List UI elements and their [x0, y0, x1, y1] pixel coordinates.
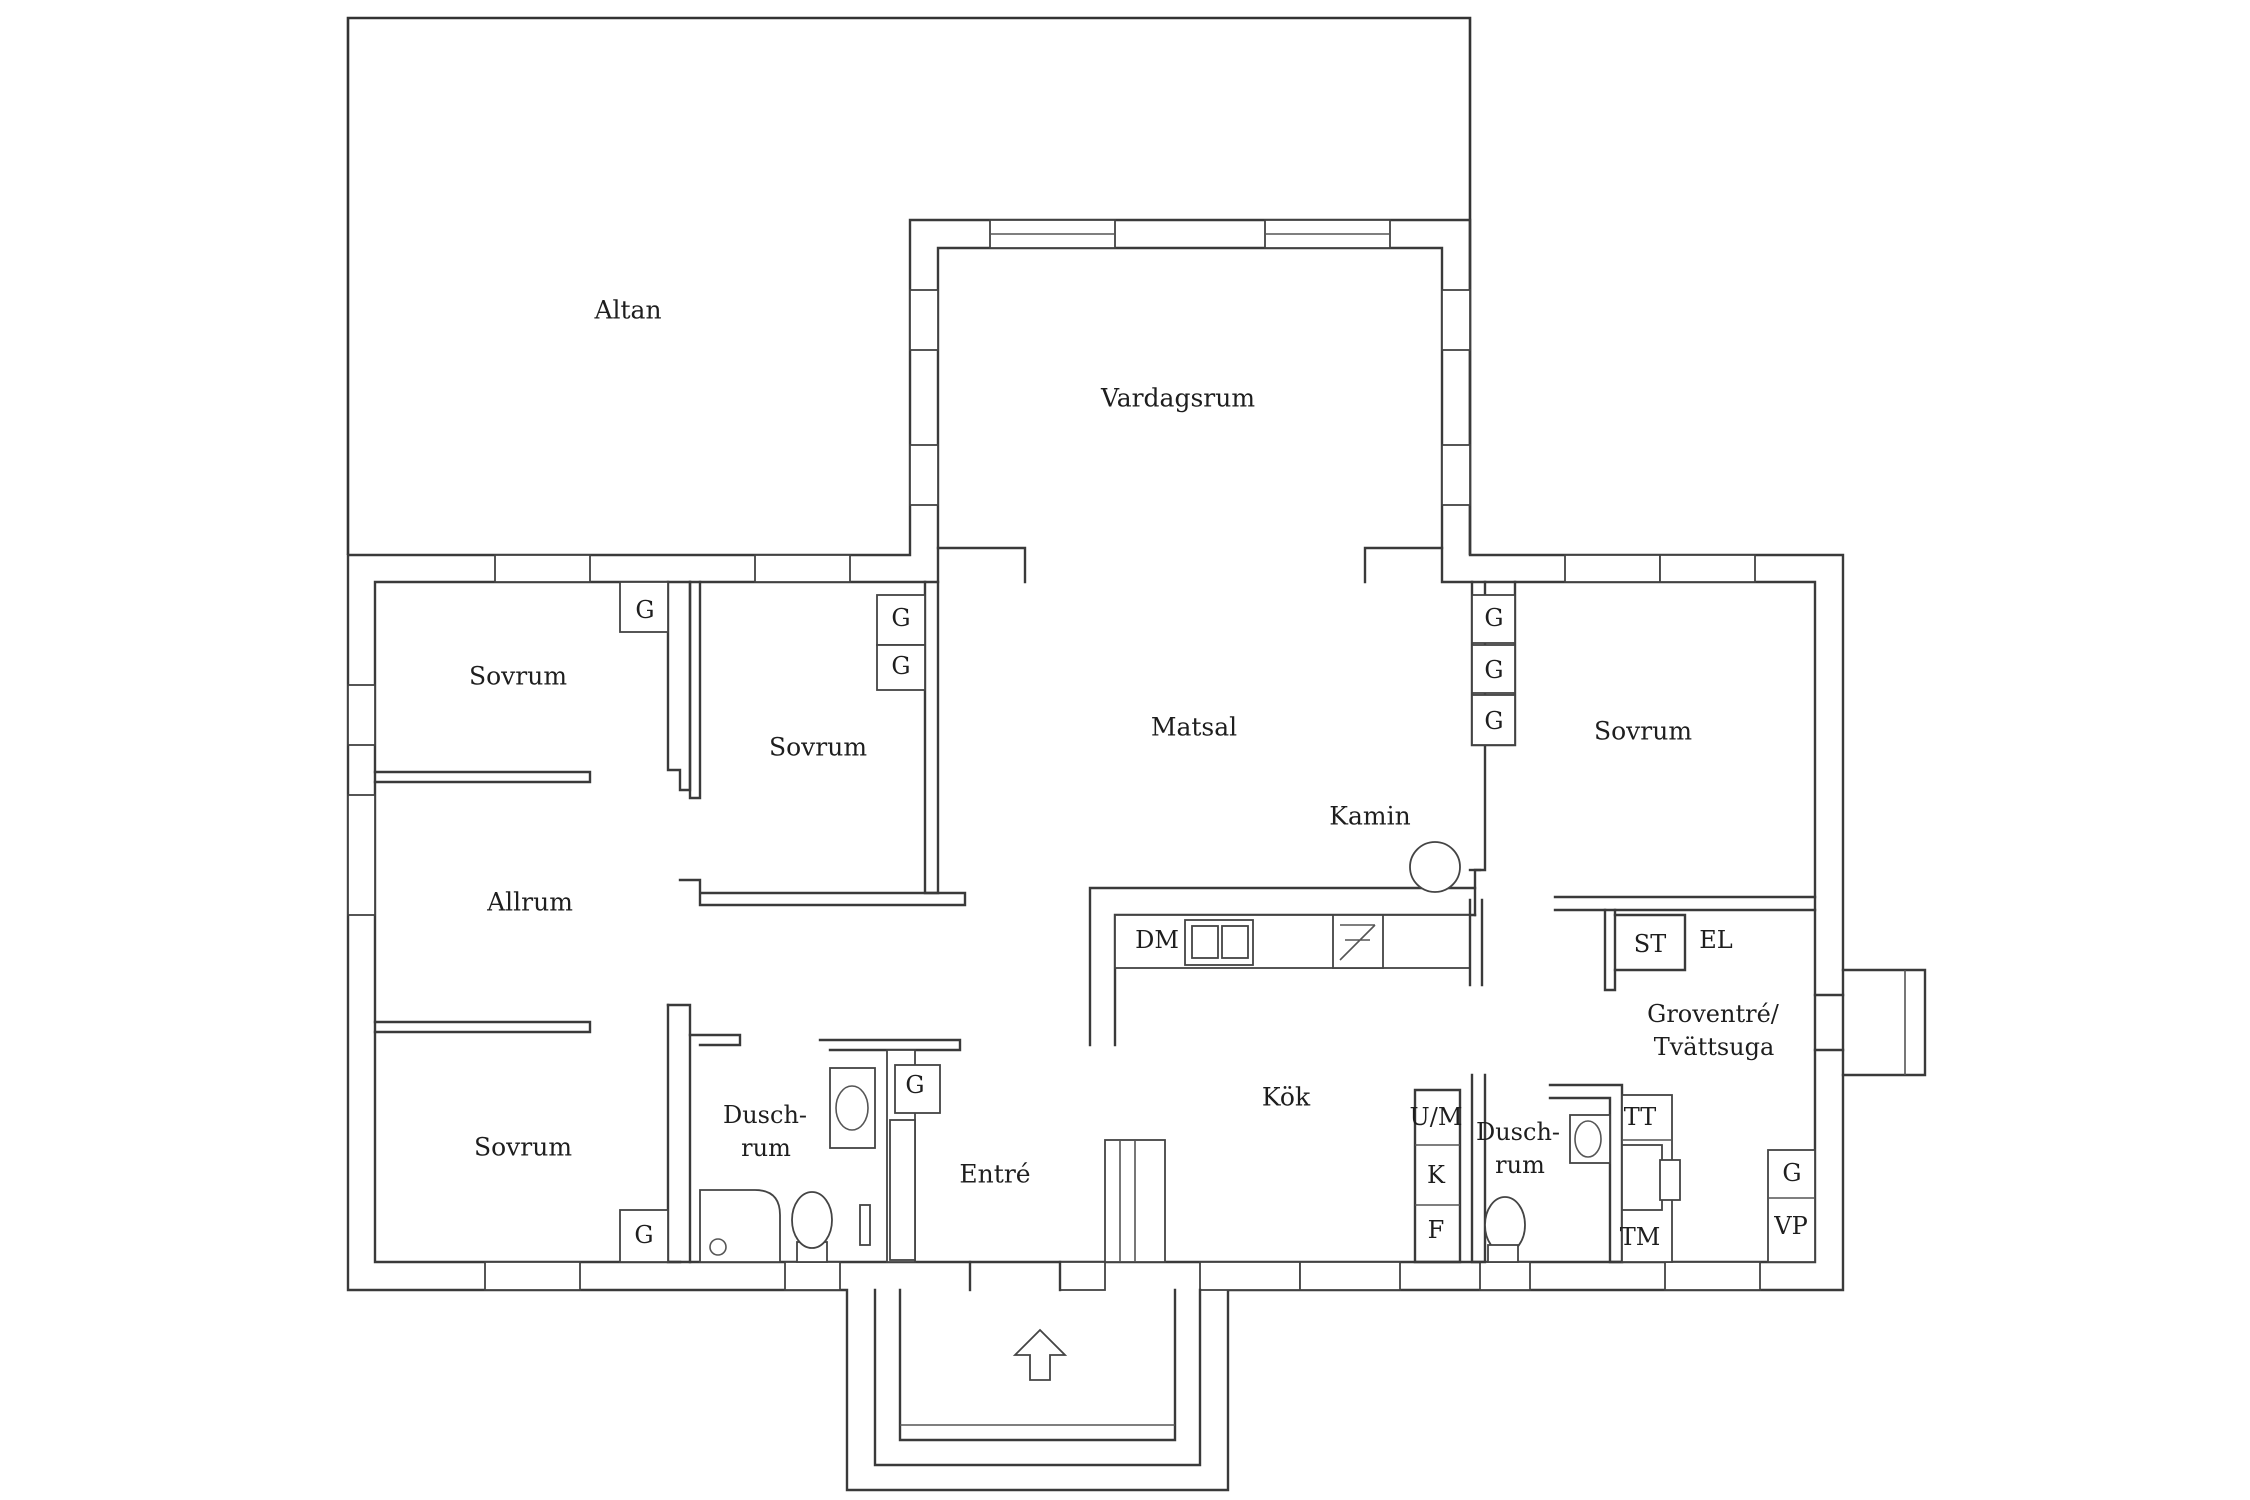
closet-label: G — [905, 1071, 925, 1100]
room-label-vardagsrum: Vardagsrum — [1100, 383, 1256, 413]
windows — [347, 219, 1761, 1291]
exterior-wall-inner — [373, 246, 1817, 1264]
room-label-kok: Kök — [1261, 1082, 1311, 1112]
living-room-pier-right — [1363, 546, 1444, 584]
appliance-label-tm: TM — [1619, 1223, 1661, 1252]
room-label-groventre-1: Groventré/ — [1647, 1000, 1779, 1029]
room-label-groventre-2: Tvättsuga — [1653, 1033, 1775, 1062]
appliance-label-dm: DM — [1135, 926, 1179, 955]
room-label-duschrum-e-2: rum — [1495, 1151, 1545, 1180]
closet-label: G — [1484, 656, 1504, 685]
room-label-kamin: Kamin — [1329, 801, 1411, 831]
closet-label: G — [1484, 604, 1504, 633]
room-label-sovrum-nw: Sovrum — [468, 661, 568, 691]
room-label-matsal: Matsal — [1150, 712, 1238, 742]
west-shower-fixtures — [699, 1038, 962, 1263]
fireplace-icon — [1409, 841, 1461, 893]
room-label-sovrum-sw: Sovrum — [473, 1132, 573, 1162]
appliance-label-el: EL — [1699, 926, 1733, 955]
room-label-altan: Altan — [594, 295, 662, 325]
closet-label: G — [891, 652, 911, 681]
room-label-sovrum-n: Sovrum — [768, 732, 868, 762]
appliance-label-vp: VP — [1774, 1212, 1808, 1241]
closet-label: G — [635, 596, 655, 625]
room-label-sovrum-e: Sovrum — [1593, 716, 1693, 746]
closet-label: G — [1782, 1159, 1802, 1188]
exterior-wall-outer — [346, 218, 1845, 1492]
kitchen-counters — [1088, 580, 1487, 1264]
closet-label: G — [1484, 707, 1504, 736]
appliance-label-um: U/M — [1409, 1103, 1463, 1132]
closet-label: G — [634, 1221, 654, 1250]
appliance-label-k: K — [1427, 1161, 1445, 1190]
room-label-duschrum-w-2: rum — [741, 1134, 791, 1163]
room-label-duschrum-e-1: Dusch- — [1475, 1118, 1561, 1147]
room-label-entre: Entré — [959, 1159, 1031, 1189]
room-label-allrum: Allrum — [487, 887, 573, 917]
appliance-label-st: ST — [1633, 930, 1667, 959]
entrance-arrow-icon — [1012, 1328, 1068, 1381]
appliance-label-f: F — [1427, 1216, 1445, 1245]
closet-boxes — [619, 581, 1516, 1263]
closet-label: G — [891, 604, 911, 633]
east-partitions — [1470, 580, 1927, 1264]
appliance-label-tt: TT — [1623, 1103, 1657, 1132]
room-label-duschrum-w-1: Dusch- — [722, 1101, 808, 1130]
entrance-porch — [873, 1260, 1202, 1467]
living-room-pier-left — [936, 546, 1027, 584]
